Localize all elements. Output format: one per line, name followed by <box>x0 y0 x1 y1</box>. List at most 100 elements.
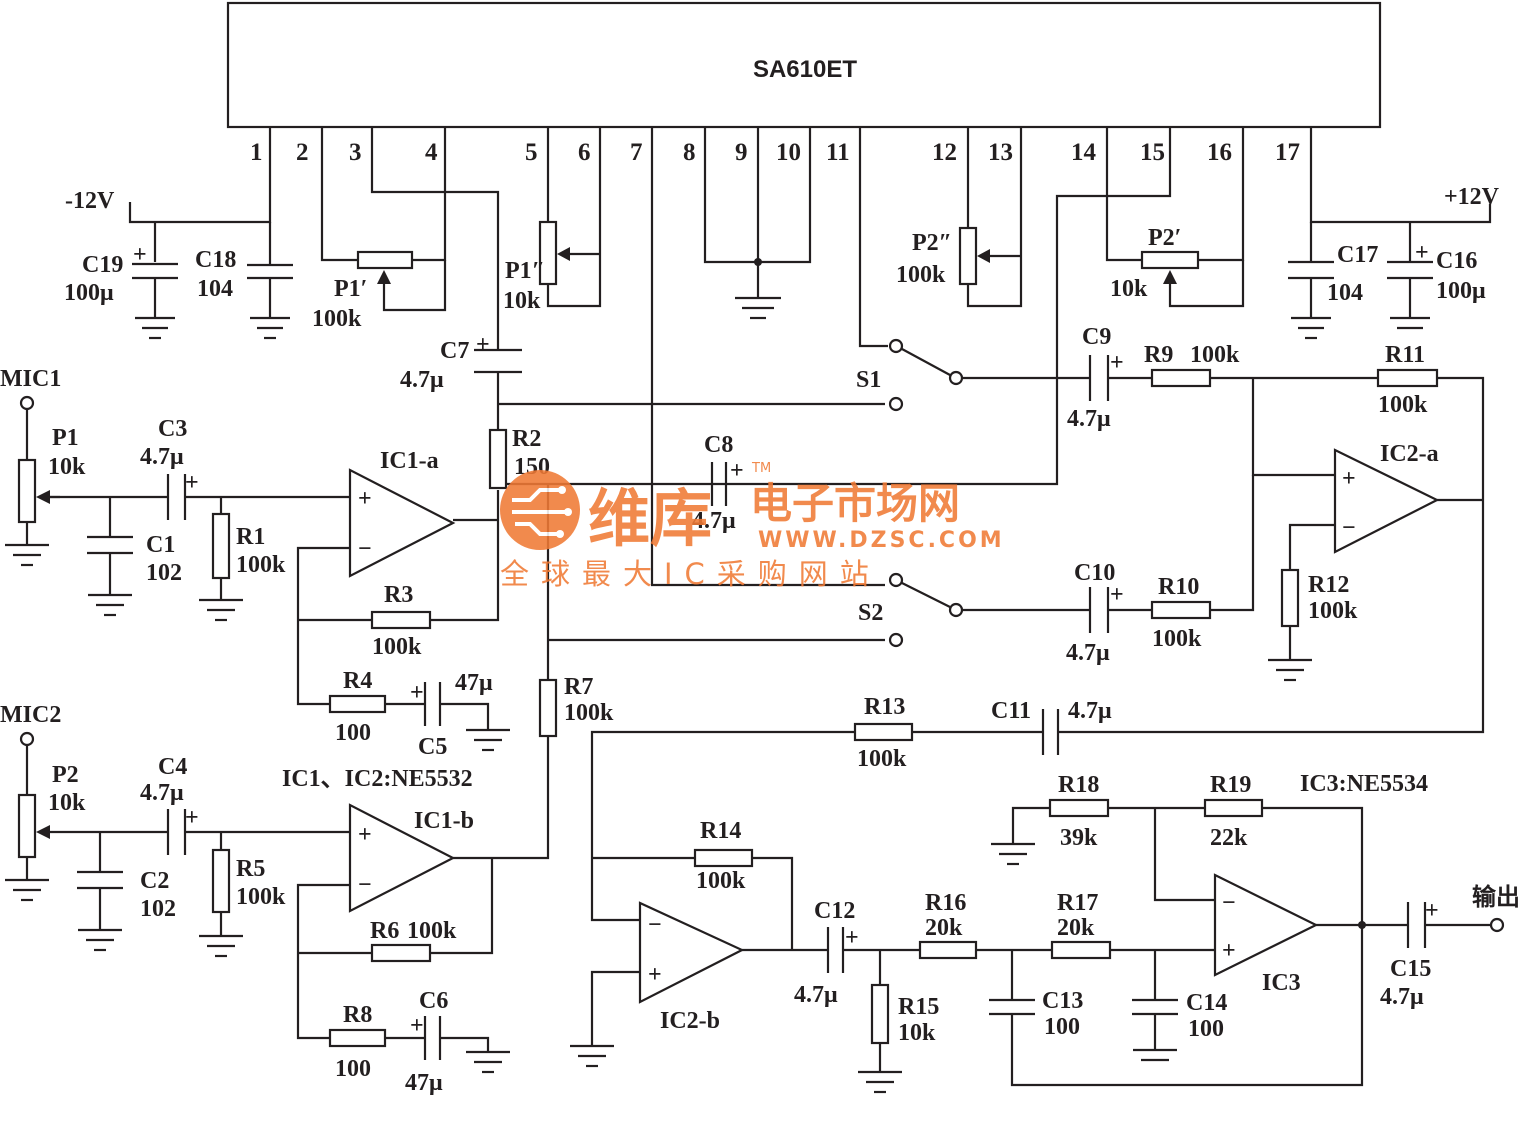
grounds <box>5 296 1430 1094</box>
watermark-brand: 维库 <box>588 482 712 555</box>
pin-11: 11 <box>826 139 850 166</box>
svg-text:C3: C3 <box>158 416 187 442</box>
ground-symbol <box>1133 1048 1177 1062</box>
pin-14: 14 <box>1071 139 1097 166</box>
terminal-mic2 <box>19 731 35 747</box>
svg-text:R15: R15 <box>898 994 939 1020</box>
svg-text:P2″: P2″ <box>912 230 952 256</box>
svg-text:+: + <box>648 962 662 988</box>
resistor-r13 <box>853 722 914 742</box>
pin-12: 12 <box>932 139 957 166</box>
svg-text:100k: 100k <box>896 262 946 288</box>
resistor-r14 <box>693 848 754 868</box>
svg-text:R6: R6 <box>370 918 399 944</box>
plus-c15: + <box>1425 898 1439 924</box>
svg-text:C16: C16 <box>1436 248 1477 274</box>
cap-c9 <box>1088 355 1110 401</box>
svg-text:100k: 100k <box>1378 392 1428 418</box>
svg-text:C11: C11 <box>991 698 1031 724</box>
ic3-label: IC3 <box>1262 970 1301 996</box>
cap-c15 <box>1406 902 1427 948</box>
opamp-ic2b: −+ <box>638 901 745 1004</box>
resistor-r7 <box>538 678 558 738</box>
cap-c1 <box>87 535 133 555</box>
pin-15: 15 <box>1140 139 1165 166</box>
svg-text:100k: 100k <box>564 700 614 726</box>
cap-c12 <box>826 927 845 973</box>
svg-text:100: 100 <box>1044 1014 1080 1040</box>
cap-c13 <box>989 998 1035 1016</box>
cap-c7 <box>474 348 522 374</box>
svg-text:100k: 100k <box>857 746 907 772</box>
ground-symbol <box>991 842 1035 866</box>
svg-text:100k: 100k <box>407 918 457 944</box>
svg-text:100k: 100k <box>312 306 362 332</box>
ic1b-label: IC1-b <box>414 808 474 834</box>
svg-text:−: − <box>358 872 372 898</box>
opamps: +− +− +− −+ −+ <box>348 448 1440 1004</box>
ic1a-label: IC1-a <box>380 448 439 474</box>
watermark-tm: TM <box>751 461 771 476</box>
svg-text:+: + <box>358 822 372 848</box>
svg-text:P2′: P2′ <box>1148 225 1181 251</box>
ic2b-label: IC2-b <box>660 1008 720 1034</box>
svg-text:100: 100 <box>335 1056 371 1082</box>
resistor-r3 <box>370 610 432 630</box>
resistor-r2 <box>488 428 508 490</box>
svg-text:R11: R11 <box>1385 342 1425 368</box>
plus-c5: + <box>410 680 424 706</box>
pin-9: 9 <box>735 139 748 166</box>
resistor-r1 <box>211 512 231 580</box>
terminal-mic1 <box>19 395 35 411</box>
svg-text:4.7μ: 4.7μ <box>1067 406 1111 432</box>
ground-symbol <box>858 1070 902 1094</box>
resistor-r6 <box>370 943 432 963</box>
output-label: 输出 <box>1472 883 1520 911</box>
cap-c10 <box>1088 587 1110 633</box>
svg-text:R17: R17 <box>1057 890 1098 916</box>
pin-numbers: 1 2 3 4 5 6 7 8 9 10 11 12 13 14 15 16 1… <box>250 139 1300 166</box>
switch-s1 <box>888 338 964 412</box>
resistors <box>211 368 1439 1048</box>
pot-p1 <box>17 458 60 524</box>
pin-4: 4 <box>425 139 438 166</box>
ic-type-note: IC1、IC2:NE5532 <box>282 766 473 792</box>
svg-text:−: − <box>358 536 372 562</box>
svg-text:4.7μ: 4.7μ <box>1066 640 1110 666</box>
svg-text:100μ: 100μ <box>1436 278 1486 304</box>
pot-p2-prime <box>1140 250 1200 284</box>
svg-text:10k: 10k <box>898 1020 936 1046</box>
svg-text:100k: 100k <box>236 552 286 578</box>
pin-1: 1 <box>250 139 263 166</box>
svg-text:4.7μ: 4.7μ <box>1380 984 1424 1010</box>
svg-text:R9: R9 <box>1144 342 1173 368</box>
plus-c12: + <box>845 925 859 951</box>
svg-text:R14: R14 <box>700 818 741 844</box>
plus-c3: + <box>185 470 199 496</box>
ic-sa610et <box>226 1 1382 129</box>
pin-5: 5 <box>525 139 538 166</box>
svg-text:100μ: 100μ <box>64 280 114 306</box>
svg-text:R10: R10 <box>1158 574 1199 600</box>
svg-text:R4: R4 <box>343 668 372 694</box>
supply-negative-label: -12V <box>65 188 115 214</box>
svg-text:10k: 10k <box>1110 276 1148 302</box>
cap-c5 <box>423 682 442 726</box>
svg-text:4.7μ: 4.7μ <box>692 508 736 534</box>
svg-text:10k: 10k <box>503 288 541 314</box>
ground-symbol <box>78 928 122 952</box>
resistor-r11 <box>1376 368 1439 388</box>
plus-c9: + <box>1110 350 1124 376</box>
pin-17: 17 <box>1275 139 1300 166</box>
pot-p2-double-prime <box>958 226 990 286</box>
svg-text:4.7μ: 4.7μ <box>140 444 184 470</box>
resistor-r8 <box>328 1028 387 1048</box>
pot-p1-double-prime <box>538 220 570 286</box>
cap-c17 <box>1288 260 1334 280</box>
resistor-r9 <box>1150 368 1212 388</box>
pin-13: 13 <box>988 139 1013 166</box>
svg-text:R5: R5 <box>236 856 265 882</box>
dzsc-logo-icon <box>500 470 580 550</box>
capacitors <box>77 260 1433 1060</box>
